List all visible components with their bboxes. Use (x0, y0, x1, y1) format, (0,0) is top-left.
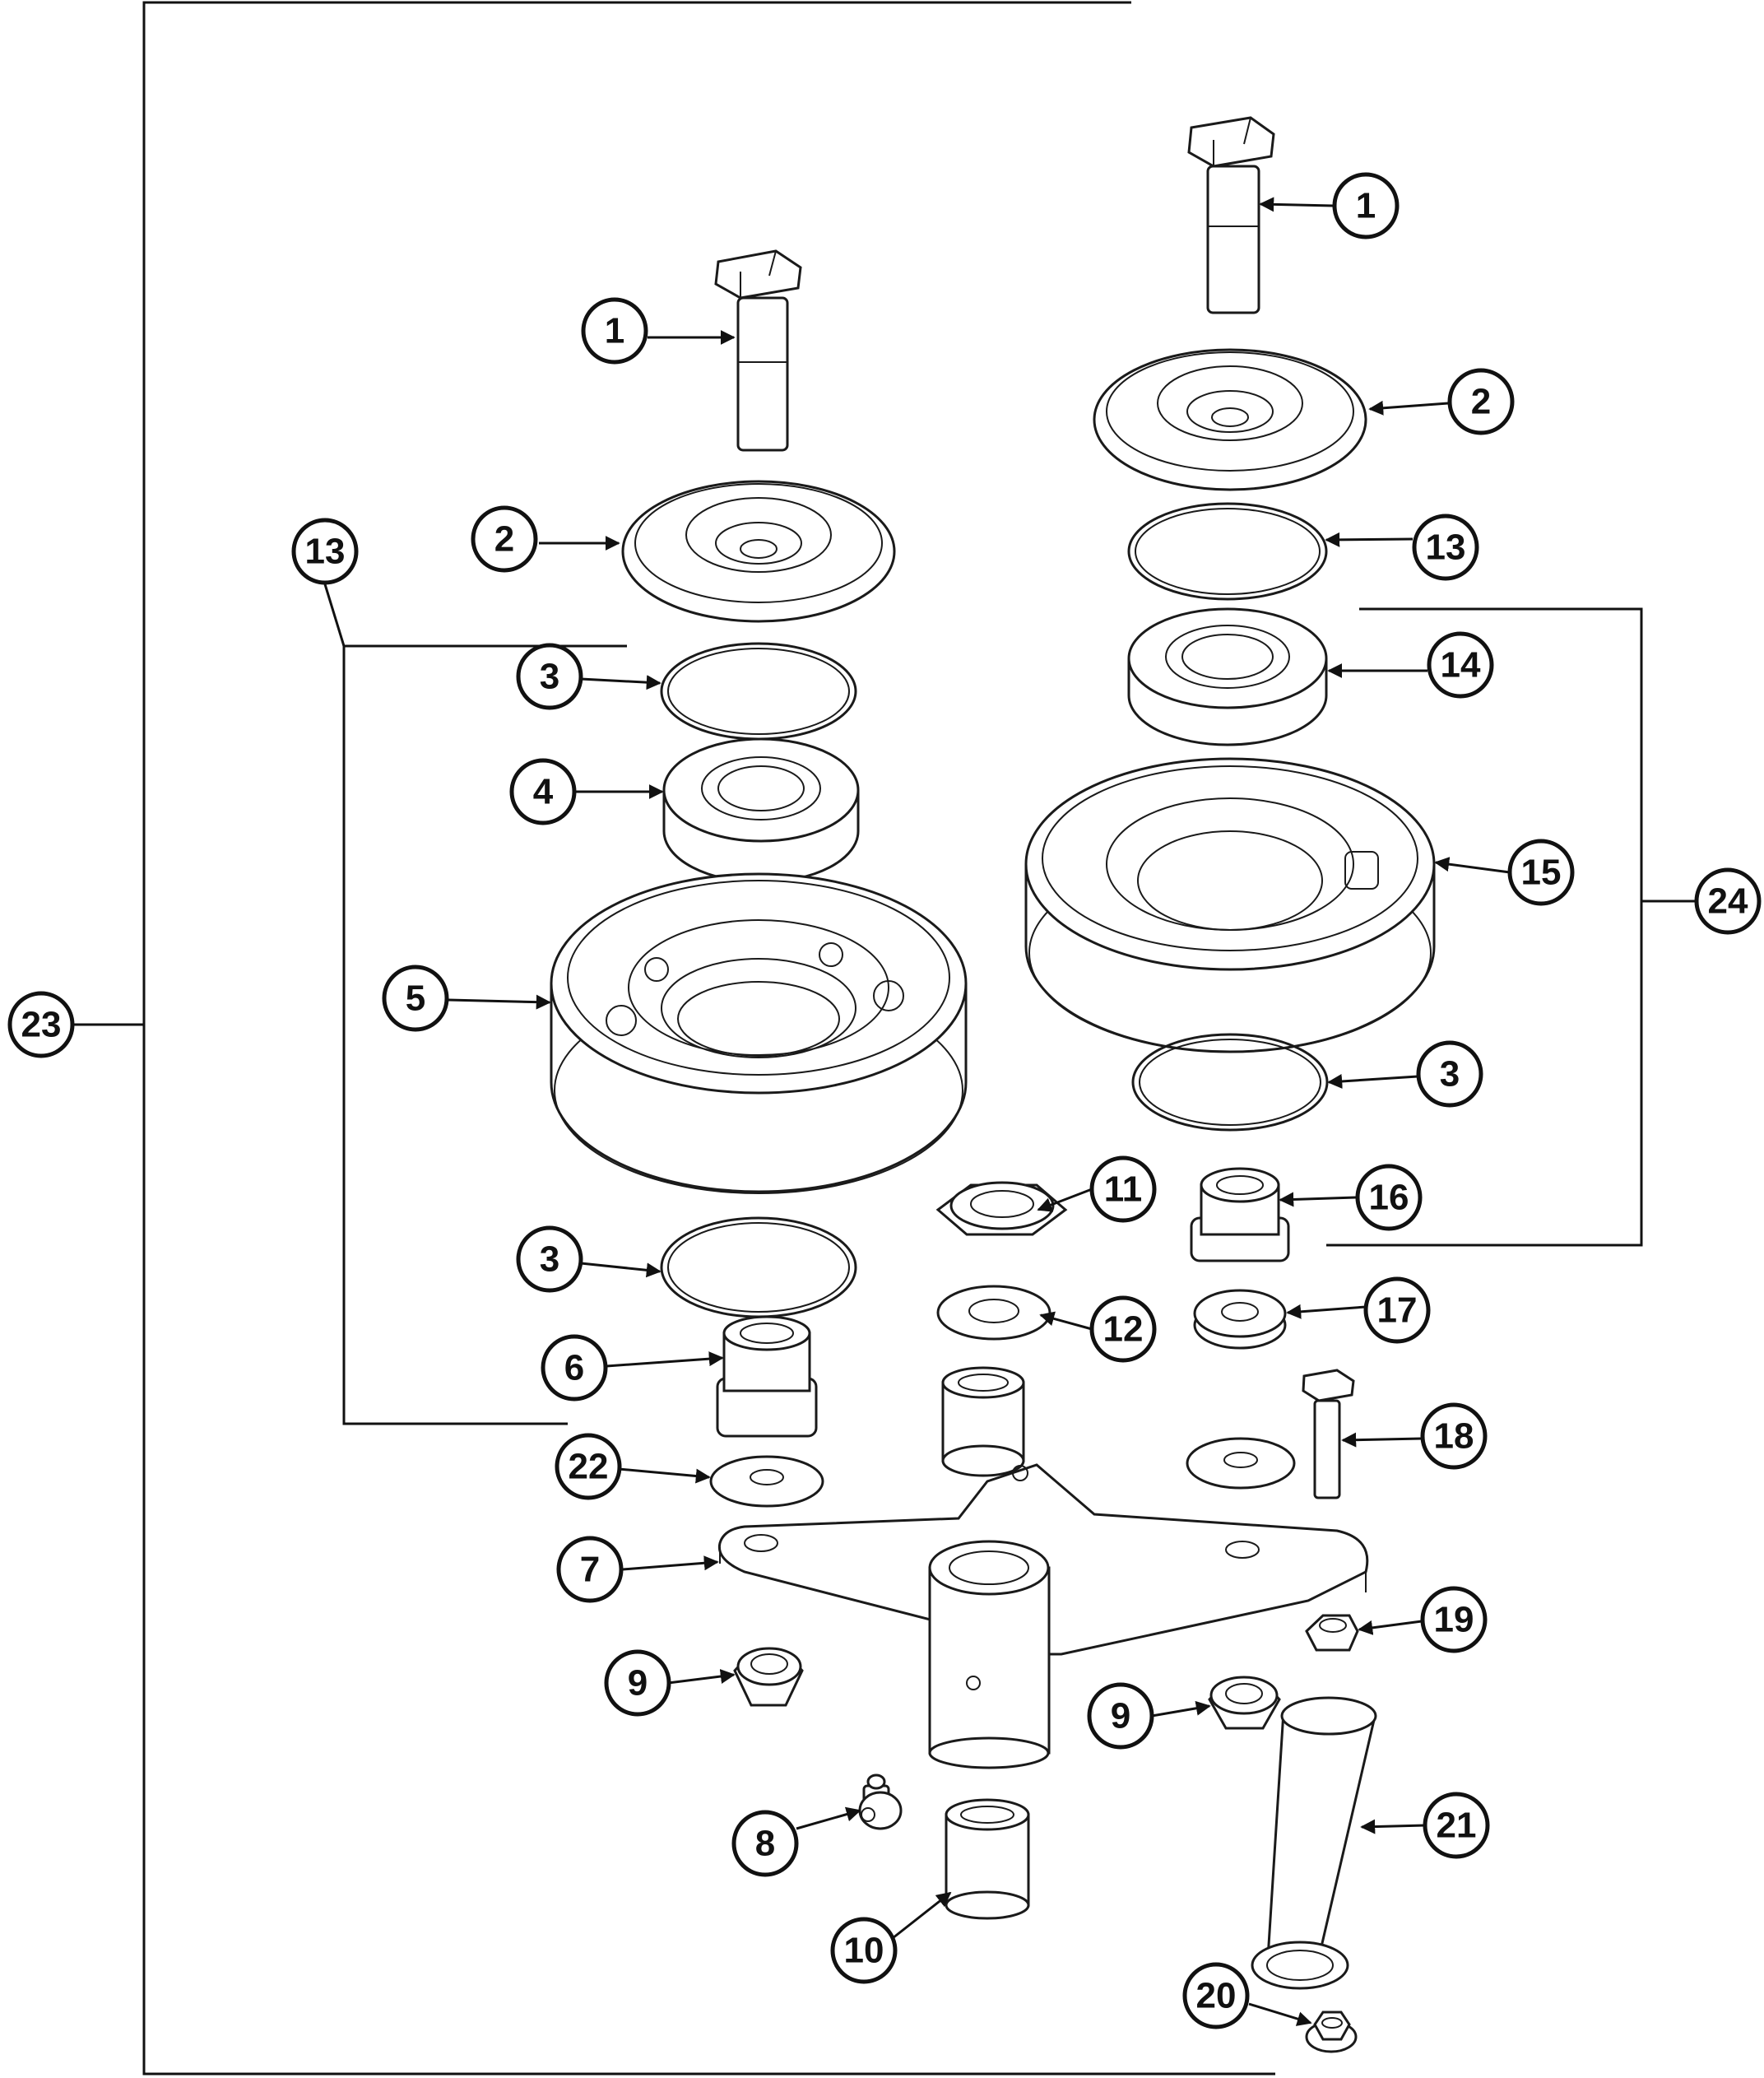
callout-11-label: 11 (1104, 1169, 1143, 1210)
callout-11: 11 (1089, 1155, 1157, 1223)
pulley-part-15 (1024, 757, 1436, 1053)
callout-14-label: 14 (1441, 645, 1481, 686)
assembly-bracket-23 (74, 1, 1275, 2076)
assembly-bracket-24 (1326, 607, 1695, 1247)
callout-16-label: 16 (1369, 1178, 1409, 1218)
assembly-bracket-13 (323, 583, 627, 1425)
callout-17-label: 17 (1377, 1290, 1418, 1331)
callout-1-left-label: 1 (605, 311, 624, 351)
callout-1-left: 1 (581, 297, 648, 365)
callout-5: 5 (382, 965, 449, 1032)
callout-24-label: 24 (1708, 881, 1748, 922)
washer-part-12 (936, 1285, 1051, 1341)
washer-part-22 (709, 1455, 824, 1508)
callout-3-upper-left-label: 3 (540, 657, 559, 697)
callout-4-label: 4 (533, 772, 554, 812)
callout-22: 22 (555, 1433, 622, 1500)
callout-16: 16 (1355, 1164, 1423, 1231)
bolt-part-1-left (714, 249, 802, 452)
cap-washer-part-2-left (621, 480, 896, 623)
flange-bushing-part-16 (1190, 1167, 1290, 1262)
callout-20-label: 20 (1196, 1976, 1237, 2016)
callout-13-left-label: 13 (305, 532, 346, 572)
cap-washer-part-2-right (1093, 348, 1367, 491)
lock-nut-part-9-left (733, 1647, 804, 1707)
callout-15: 15 (1507, 839, 1575, 906)
callout-3-upper-left: 3 (516, 643, 583, 710)
lock-nut-part-9-right (1208, 1676, 1281, 1730)
snap-ring-part-13-right (1127, 502, 1328, 601)
callout-13-left: 13 (291, 518, 359, 585)
bushing-upper-center (941, 1366, 1025, 1477)
callout-3-right: 3 (1416, 1040, 1483, 1108)
callout-3-lower-left: 3 (516, 1225, 583, 1293)
callout-4: 4 (509, 758, 577, 825)
callout-14: 14 (1427, 631, 1494, 699)
leader-arrows (448, 197, 1511, 2026)
callout-18-label: 18 (1434, 1416, 1474, 1457)
callout-1-right: 1 (1332, 172, 1400, 239)
callout-15-label: 15 (1521, 853, 1562, 893)
callout-3-lower-left-label: 3 (540, 1239, 559, 1280)
callout-1-right-label: 1 (1356, 186, 1376, 226)
callout-21: 21 (1423, 1792, 1490, 1859)
callout-17: 17 (1363, 1276, 1431, 1344)
callout-22-label: 22 (569, 1447, 609, 1487)
callout-12-label: 12 (1103, 1309, 1144, 1350)
callout-7-label: 7 (580, 1550, 600, 1590)
callout-10-label: 10 (844, 1931, 884, 1971)
bearing-part-4 (662, 737, 860, 884)
callout-9-left-label: 9 (628, 1663, 648, 1704)
callout-3-right-label: 3 (1440, 1054, 1460, 1095)
bushing-part-10 (945, 1798, 1030, 1920)
callout-8: 8 (731, 1810, 799, 1877)
callout-23: 23 (7, 991, 75, 1058)
spacer-washer-part-17 (1193, 1289, 1287, 1350)
callout-12: 12 (1089, 1295, 1157, 1363)
callout-9-right-label: 9 (1111, 1696, 1130, 1736)
pulley-part-5 (550, 872, 968, 1194)
callout-2-left-label: 2 (494, 519, 514, 560)
flange-bushing-part-6 (716, 1315, 818, 1438)
callout-13-right-label: 13 (1426, 528, 1466, 568)
callout-24: 24 (1694, 867, 1762, 935)
callout-18: 18 (1420, 1402, 1488, 1470)
grease-fitting-part-8 (858, 1774, 903, 1830)
bearing-part-14 (1127, 607, 1328, 746)
callout-19: 19 (1420, 1586, 1488, 1653)
nut-part-19 (1305, 1614, 1359, 1652)
callout-2-left: 2 (471, 505, 538, 573)
callout-9-right: 9 (1087, 1682, 1154, 1750)
callout-8-label: 8 (755, 1824, 775, 1864)
snap-ring-part-3-right (1131, 1033, 1329, 1132)
bolt-part-1-right (1187, 116, 1275, 314)
flange-nut-part-20 (1305, 2011, 1358, 2053)
callout-13-right: 13 (1412, 514, 1479, 581)
bolt-and-washer-part-18 (1186, 1369, 1355, 1499)
callout-20: 20 (1182, 1962, 1250, 2029)
callout-6: 6 (541, 1334, 608, 1402)
callout-23-label: 23 (21, 1005, 62, 1045)
callout-7: 7 (556, 1536, 624, 1603)
callout-21-label: 21 (1437, 1806, 1477, 1846)
snap-ring-part-3-lower-left (660, 1216, 857, 1318)
callout-9-left: 9 (604, 1649, 671, 1717)
hex-nut-part-11 (935, 1181, 1068, 1236)
callout-2-right: 2 (1447, 368, 1515, 435)
callout-19-label: 19 (1434, 1600, 1474, 1640)
callout-2-right-label: 2 (1471, 382, 1491, 422)
callout-5-label: 5 (406, 979, 425, 1019)
snap-ring-part-3-upper-left (660, 642, 857, 741)
callout-10: 10 (830, 1917, 898, 1984)
pivot-tube (928, 1540, 1051, 1769)
pivot-pin-part-21 (1251, 1696, 1377, 1990)
callout-6-label: 6 (564, 1348, 584, 1388)
